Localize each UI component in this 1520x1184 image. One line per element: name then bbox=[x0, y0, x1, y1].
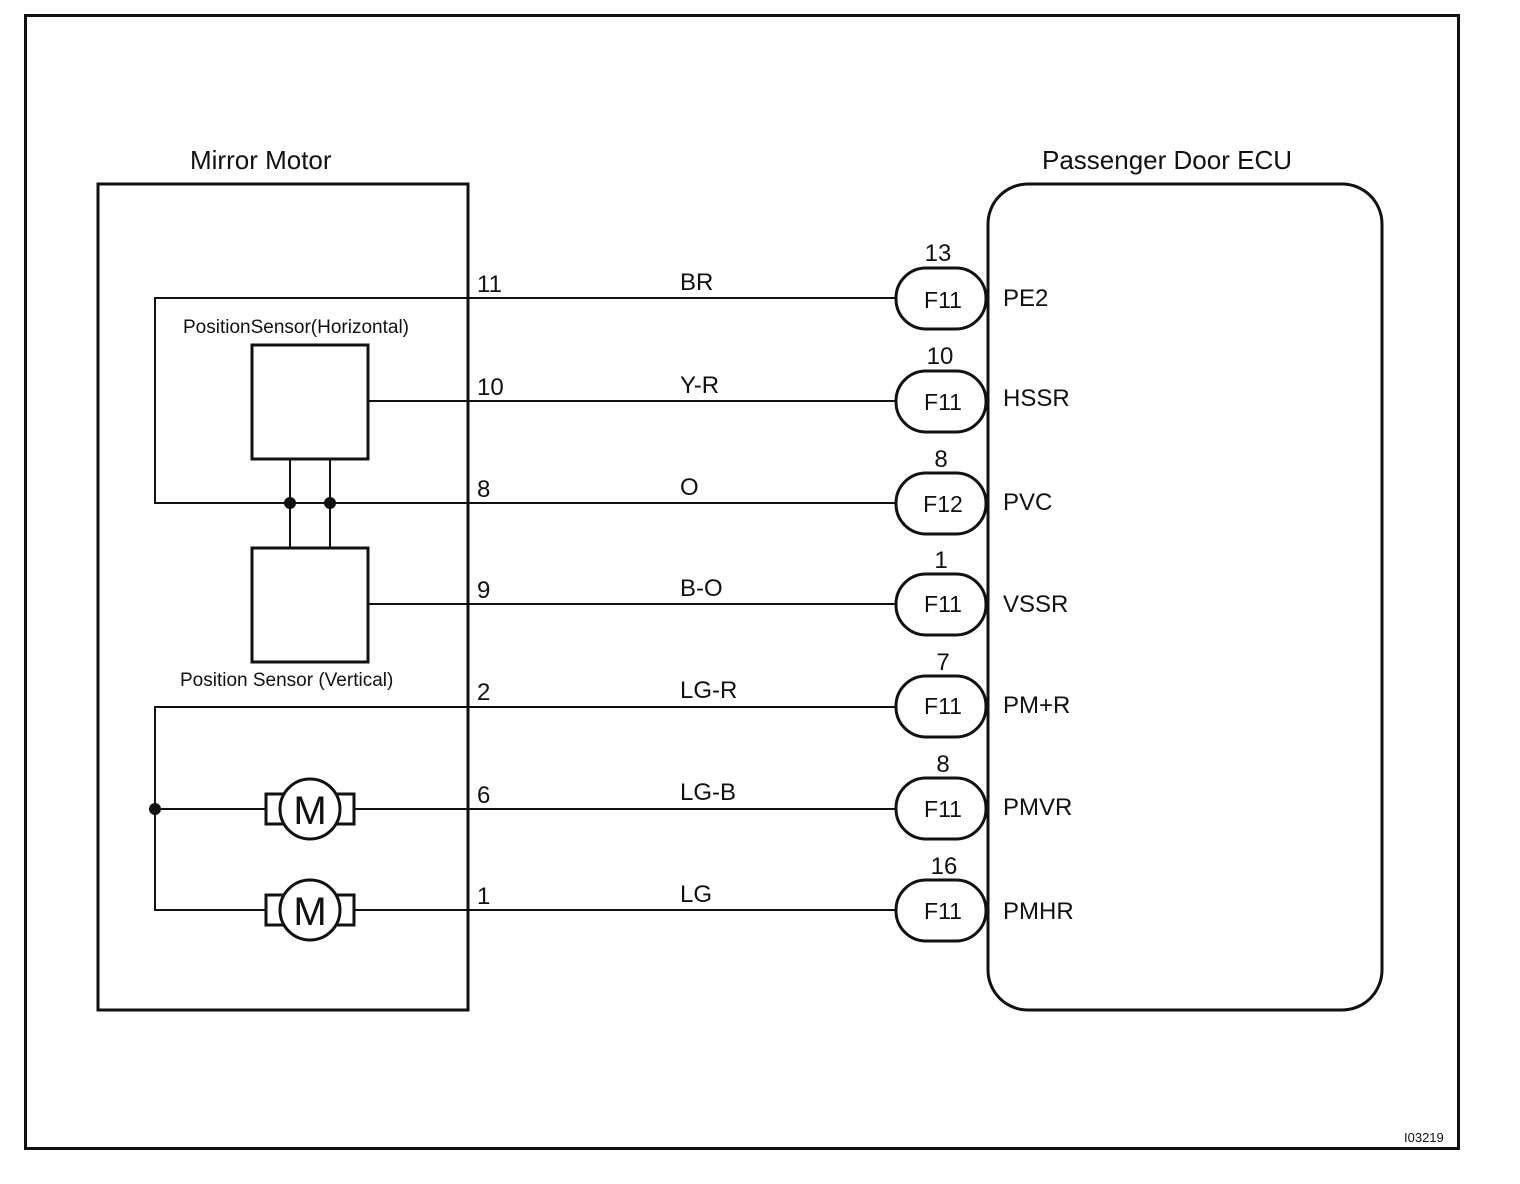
position-sensor-horizontal bbox=[250, 343, 370, 461]
ecu-pin-number: 16 bbox=[931, 853, 958, 880]
signal-name: HSSR bbox=[1003, 385, 1070, 412]
connector-shape bbox=[894, 369, 988, 434]
connector-id: F11 bbox=[924, 693, 962, 719]
motor-symbol: M bbox=[293, 890, 326, 934]
connector-id: F11 bbox=[924, 591, 962, 617]
wire-color: LG bbox=[680, 881, 712, 908]
signal-name: PMHR bbox=[1003, 898, 1074, 925]
mirror-motor-title: Mirror Motor bbox=[190, 145, 332, 175]
pin-number: 2 bbox=[477, 679, 490, 706]
connector-shape bbox=[894, 674, 988, 739]
diagram-frame bbox=[24, 14, 1460, 1150]
signal-name: VSSR bbox=[1003, 591, 1068, 618]
ecu-title: Passenger Door ECU bbox=[1042, 145, 1292, 175]
pin-number: 1 bbox=[477, 883, 490, 910]
ecu-pin-number: 8 bbox=[934, 446, 947, 473]
wire-row: 6 LG-B F11 8 PMVR bbox=[468, 751, 1072, 841]
motor-horizontal: M bbox=[264, 878, 356, 942]
mirror-motor-box bbox=[96, 182, 470, 1012]
wire-color: B-O bbox=[680, 575, 723, 602]
wire-row: 8 O F12 8 PVC bbox=[468, 446, 1052, 536]
motor-vertical: M bbox=[264, 777, 356, 841]
wire-row: 1 LG F11 16 PMHR bbox=[468, 853, 1074, 943]
wire-color: LG-R bbox=[680, 677, 737, 704]
ecu-pin-number: 7 bbox=[936, 649, 949, 676]
pin-number: 8 bbox=[477, 476, 490, 503]
signal-name: PVC bbox=[1003, 489, 1052, 516]
ecu-pin-number: 8 bbox=[936, 751, 949, 778]
ecu-box bbox=[986, 182, 1384, 1012]
connector-shape bbox=[894, 572, 988, 637]
connector-id: F11 bbox=[924, 389, 962, 415]
connector-shape bbox=[894, 776, 988, 841]
signal-name: PM+R bbox=[1003, 692, 1070, 719]
connector-shape bbox=[894, 266, 988, 331]
ecu-pin-number: 13 bbox=[925, 240, 952, 267]
ecu-pin-number: 10 bbox=[927, 343, 954, 370]
pin-number: 6 bbox=[477, 782, 490, 809]
wire-row: 11 BR F11 13 PE2 bbox=[468, 240, 1048, 331]
signal-name: PMVR bbox=[1003, 794, 1072, 821]
ecu-pin-number: 1 bbox=[934, 547, 947, 574]
wire-row: 2 LG-R F11 7 PM+R bbox=[468, 649, 1070, 739]
pin-number: 10 bbox=[477, 374, 504, 401]
wire-row: 9 B-O F11 1 VSSR bbox=[468, 547, 1068, 637]
connector-id: F11 bbox=[924, 898, 962, 924]
wire-color: LG-B bbox=[680, 779, 736, 806]
wire-row: 10 Y-R F11 10 HSSR bbox=[468, 343, 1070, 434]
signal-name: PE2 bbox=[1003, 285, 1048, 312]
connector-id: F12 bbox=[923, 491, 963, 517]
sensor-vertical-label: Position Sensor (Vertical) bbox=[180, 670, 393, 691]
motor-symbol: M bbox=[293, 789, 326, 833]
wire-color: BR bbox=[680, 269, 713, 296]
pin-number: 9 bbox=[477, 577, 490, 604]
sensor-horizontal-label: PositionSensor(Horizontal) bbox=[183, 317, 409, 338]
junction-dot bbox=[149, 803, 161, 815]
reference-code: I03219 bbox=[1404, 1130, 1444, 1145]
pin-number: 11 bbox=[477, 271, 502, 298]
connector-shape bbox=[894, 878, 988, 943]
wire-color: O bbox=[680, 474, 699, 501]
connector-id: F11 bbox=[924, 287, 962, 313]
wire-color: Y-R bbox=[680, 372, 719, 399]
connector-shape bbox=[894, 471, 988, 536]
position-sensor-vertical bbox=[250, 546, 370, 664]
connector-id: F11 bbox=[924, 796, 962, 822]
